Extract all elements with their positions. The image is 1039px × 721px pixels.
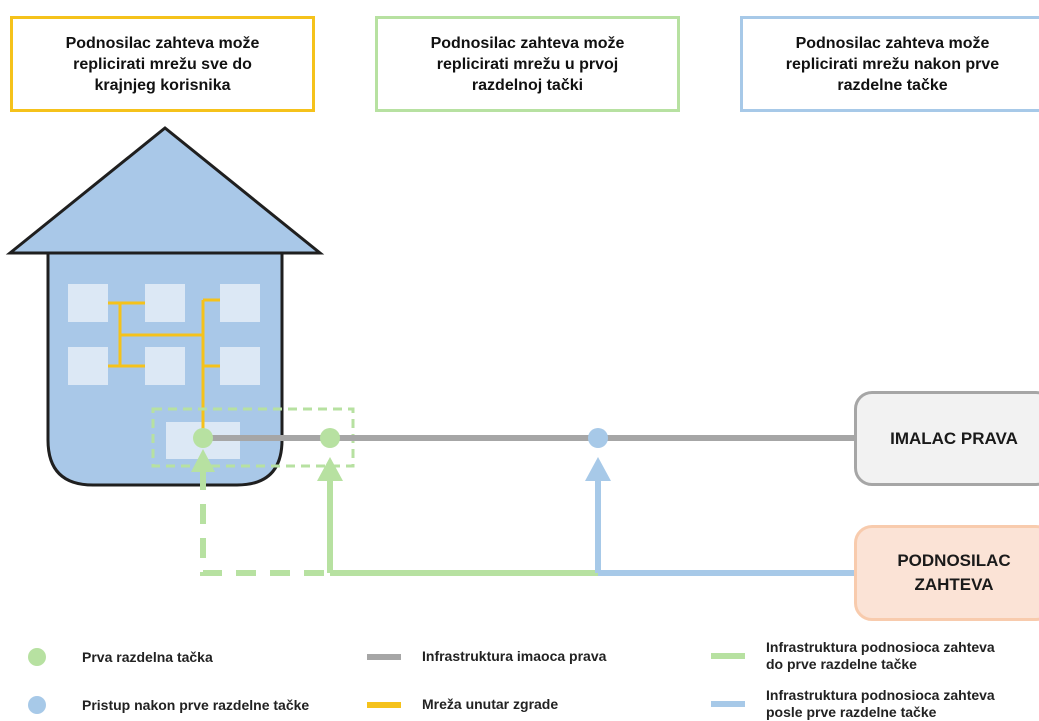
legend-label: Infrastruktura podnosioca zahteva do prv… <box>766 639 995 672</box>
blue-dot-icon <box>28 696 46 714</box>
requester-node: PODNOSILAC ZAHTEVA <box>854 525 1039 621</box>
window <box>220 284 260 322</box>
replication-box-after-split: Podnosilac zahteva može replicirati mrež… <box>740 16 1039 112</box>
requester-infra-to-split-dashed <box>200 470 330 576</box>
window <box>145 284 185 322</box>
legend-label: Pristup nakon prve razdelne tačke <box>82 696 310 713</box>
gray-line-icon <box>367 653 401 660</box>
replication-box-end-user: Podnosilac zahteva može replicirati mrež… <box>10 16 315 112</box>
legend-requester-infra-after-split: Infrastruktura podnosioca zahteva posle … <box>711 687 995 721</box>
window <box>145 347 185 385</box>
access-after-split-point <box>588 428 608 448</box>
legend-access-after-split: Pristup nakon prve razdelne tačke <box>28 696 309 714</box>
green-dot-icon <box>28 648 46 666</box>
window <box>68 347 108 385</box>
legend-in-building-network: Mreža unutar zgrade <box>367 696 558 713</box>
legend-label: Prva razdelna tačka <box>82 648 213 665</box>
legend-label: Mreža unutar zgrade <box>422 696 559 712</box>
legend-first-split: Prva razdelna tačka <box>28 648 213 666</box>
green-line-icon <box>711 653 745 659</box>
in-building-network <box>108 298 220 438</box>
arrowhead <box>585 457 611 481</box>
legend-requester-infra-to-split: Infrastruktura podnosioca zahteva do prv… <box>711 639 995 673</box>
blue-line-icon <box>711 701 745 707</box>
replication-box-first-split: Podnosilac zahteva može replicirati mrež… <box>375 16 680 112</box>
rights-holder-node: IMALAC PRAVA <box>854 391 1039 486</box>
window <box>68 284 108 322</box>
legend-label: Infrastruktura podnosioca zahteva posle … <box>766 687 995 720</box>
legend-label: Infrastruktura imaoca prava <box>422 648 607 664</box>
legend-holder-infrastructure: Infrastruktura imaoca prava <box>367 648 606 665</box>
house-roof <box>5 126 325 255</box>
first-split-point <box>193 428 213 448</box>
first-split-point <box>320 428 340 448</box>
window <box>220 347 260 385</box>
yellow-line-icon <box>367 701 401 708</box>
arrowhead <box>191 449 215 472</box>
arrowhead <box>317 457 343 481</box>
